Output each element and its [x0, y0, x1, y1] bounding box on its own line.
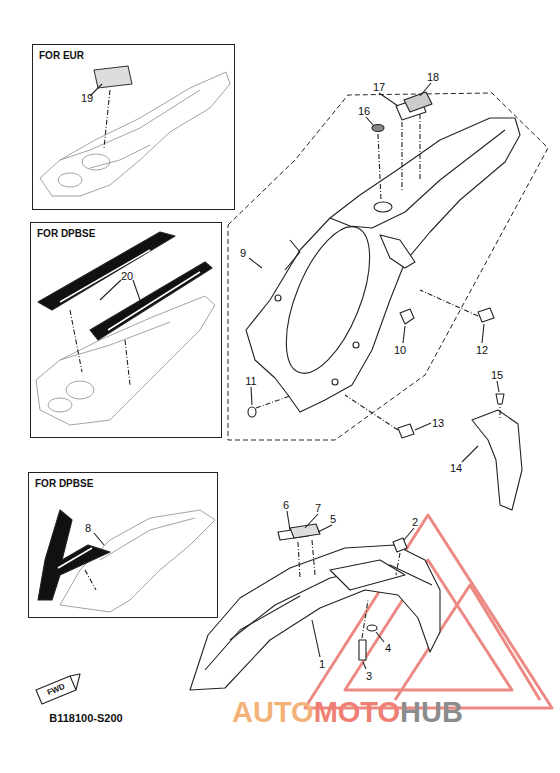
watermark: MOTO — [314, 698, 400, 727]
callout-number: 20 — [121, 271, 133, 282]
callout-number: 3 — [366, 671, 372, 682]
inset-box: FOR DPBSE 8 — [28, 472, 218, 618]
decal — [38, 510, 110, 600]
front-fender — [190, 545, 440, 690]
callout-number: 15 — [491, 370, 503, 381]
callout-number: 6 — [283, 500, 289, 511]
callout-number: 16 — [358, 106, 370, 117]
callout-number: 1 — [319, 659, 325, 670]
inset-box: FOR EUR 19 — [32, 44, 235, 210]
mud-flap — [472, 410, 522, 510]
callout-number: 7 — [315, 503, 321, 514]
callout-number: 8 — [85, 523, 91, 534]
rear-fender-sketch — [40, 72, 230, 196]
inset-box: FOR DPBSE 20 — [30, 222, 222, 438]
callout-number: 11 — [245, 376, 256, 387]
callout-number: 2 — [412, 517, 418, 528]
callout-number: 18 — [427, 72, 439, 83]
callout-number: 17 — [373, 82, 385, 93]
inset-heading: FOR DPBSE — [35, 479, 93, 489]
icon-text: FWD — [46, 683, 66, 697]
callout-number: 10 — [394, 345, 406, 356]
callout-number: 4 — [385, 643, 391, 654]
callout-number: 9 — [240, 248, 246, 259]
leader-line — [104, 90, 110, 148]
watermark: HUB — [400, 698, 463, 727]
watermark: AUTO — [232, 698, 314, 727]
inset-heading: FOR EUR — [39, 51, 84, 61]
inset-heading: FOR DPBSE — [37, 229, 95, 239]
callout-number: 5 — [330, 514, 336, 525]
callout-number: 19 — [81, 93, 93, 104]
diagram-code: B118100-S200 — [49, 713, 122, 724]
rear-fender — [246, 118, 520, 412]
callout-number: 14 — [450, 463, 462, 474]
sticker — [94, 66, 132, 88]
callout-number: 12 — [476, 345, 488, 356]
callout-number: 13 — [432, 418, 444, 429]
forward-arrow-icon — [36, 674, 80, 704]
assembly-outline — [228, 93, 548, 440]
